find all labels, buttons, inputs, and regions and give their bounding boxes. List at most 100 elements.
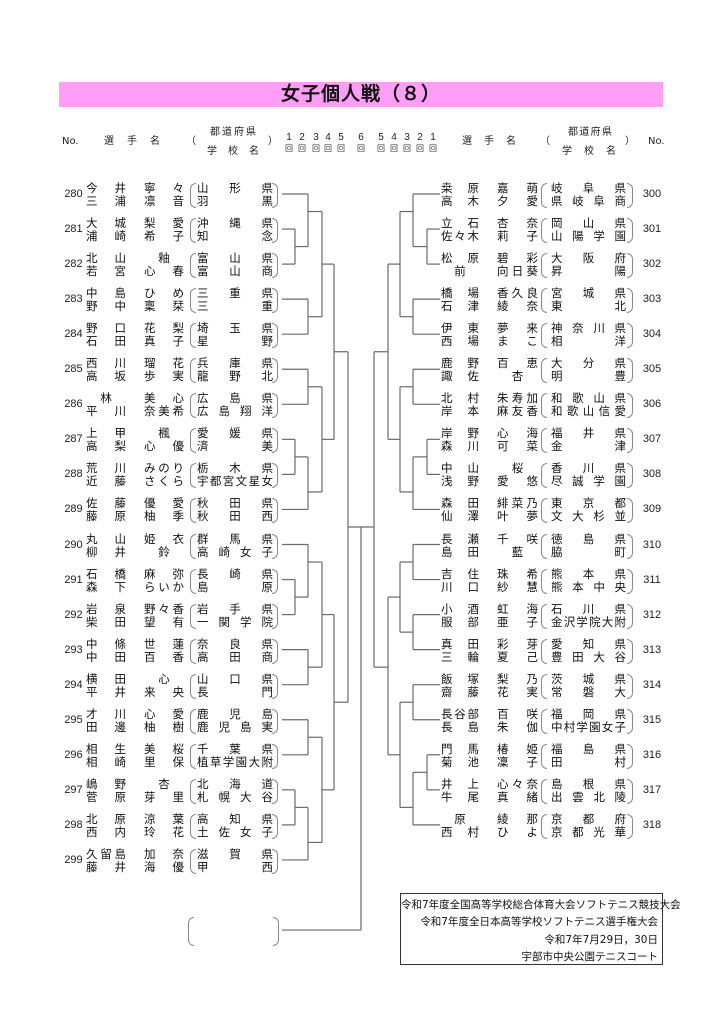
prefecture: 秋田県 [197, 497, 273, 510]
char: 岩 [197, 601, 209, 616]
char: 福 [551, 706, 563, 721]
char: 梨 [497, 671, 509, 686]
player-1-surname: 上甲 [86, 427, 126, 440]
char: 府 [234, 127, 244, 138]
char: 優 [172, 859, 185, 874]
char: 島 [582, 531, 595, 546]
char: 木 [467, 194, 480, 208]
char: 内 [114, 824, 127, 839]
char: 佐 [86, 496, 98, 511]
char: 田 [114, 334, 127, 349]
paren-open [190, 708, 196, 734]
char: 荒 [86, 461, 98, 476]
char: 西 [261, 859, 274, 874]
char: 文 [551, 509, 563, 524]
char: 山 [467, 461, 480, 476]
paren-open [190, 288, 196, 314]
tournament-info-box: 令和7年度全国高等学校総合体育大会ソフトテニス競技大会 令和7年度全日本高等学校… [400, 893, 681, 965]
char: か [172, 579, 185, 594]
player-2-given-name: 鈴 [144, 545, 184, 559]
char: 真 [497, 789, 509, 804]
char: 伽 [526, 719, 539, 734]
char: 三 [86, 194, 98, 208]
char: 齋 [441, 684, 453, 699]
char: 部 [467, 706, 480, 721]
char: 崎 [114, 229, 127, 244]
char: 高 [86, 369, 98, 384]
char: 森 [86, 579, 98, 594]
char: 池 [467, 754, 480, 769]
player-2-surname: 諏佐 [441, 370, 479, 383]
char: 良 [229, 636, 241, 651]
prefecture: 福井県 [551, 427, 626, 440]
char: 富 [197, 251, 209, 266]
char: 彩 [526, 251, 539, 266]
char: 商 [261, 649, 274, 664]
char: 奈 [526, 299, 539, 314]
char: 子 [172, 334, 185, 349]
char: 県 [261, 671, 274, 686]
char: 中 [593, 579, 605, 594]
player-1-surname: 門馬 [441, 741, 479, 756]
char: 真 [441, 636, 453, 651]
prefecture: 島根県 [551, 776, 626, 791]
char: 翔 [240, 404, 252, 419]
prefecture: 広島県 [197, 392, 273, 405]
round-unit-icon: 回 [429, 144, 437, 153]
char: 中 [86, 649, 98, 664]
player-2-surname: 齋藤 [441, 684, 479, 699]
char: 寧 [144, 181, 156, 195]
char: 門 [441, 741, 453, 756]
char: 泉 [114, 601, 127, 616]
player-1-surname: 大城 [86, 217, 126, 230]
player-2-surname: 三輪 [441, 650, 479, 664]
char: 県 [614, 181, 627, 195]
player-2-given-name: 凛音 [144, 195, 184, 208]
char: 草 [209, 754, 222, 769]
player-2-surname: 森下 [86, 579, 126, 594]
char: 島 [551, 776, 563, 791]
prefecture: 愛媛県 [197, 427, 273, 440]
char: 夏 [497, 649, 509, 664]
char: 仙 [441, 509, 453, 524]
char: 川 [114, 404, 127, 419]
prefecture: 栃木県 [197, 462, 273, 475]
char: 美 [144, 391, 156, 406]
char: 近 [86, 474, 98, 489]
char: ら [144, 579, 156, 594]
player-1-given-name: 心海 [497, 427, 538, 440]
char: 昇 [551, 264, 563, 279]
player-2-given-name: 莉子 [497, 230, 538, 243]
paren-close [627, 743, 633, 769]
char: 佐 [467, 369, 480, 384]
char: 綾 [497, 811, 509, 826]
char: く [158, 474, 170, 489]
char: 根 [582, 776, 595, 791]
paren-close [272, 673, 278, 699]
char: 県 [261, 461, 274, 476]
player-1-surname: 中條 [86, 637, 126, 651]
char: 加 [526, 391, 539, 406]
char: 有 [172, 614, 185, 629]
char: 県 [261, 846, 274, 861]
char: 磐 [582, 684, 595, 699]
char: 黒 [261, 194, 274, 208]
char: 県 [261, 286, 274, 301]
char: 済 [197, 439, 209, 454]
player-2-surname: 田邊 [86, 720, 126, 734]
char: 樹 [172, 719, 185, 734]
char: 彩 [497, 636, 509, 651]
char: 長 [441, 719, 453, 734]
char: 京 [582, 496, 595, 511]
char: 希 [144, 229, 156, 244]
char: 川 [467, 439, 480, 454]
player-1-given-name: 麻弥 [144, 567, 184, 581]
char: 出 [551, 789, 563, 804]
char: 神 [551, 321, 563, 336]
player-2-given-name: まこ [497, 335, 538, 348]
